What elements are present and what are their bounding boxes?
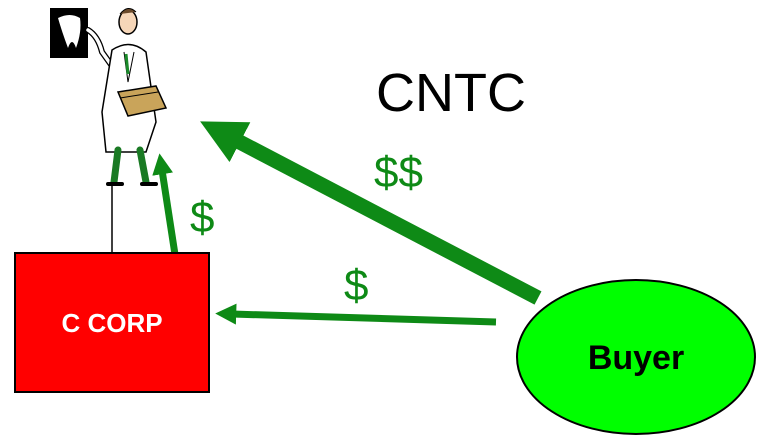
label-buyer-to-doctor: $$ [374, 148, 423, 197]
buyer-label: Buyer [588, 339, 684, 377]
buyer-ellipse [516, 279, 756, 435]
arrow-buyer-to-corp [215, 303, 497, 326]
doctor-leg-right [136, 146, 150, 186]
folder-icon [116, 85, 168, 117]
diagram-title: CNTC [376, 63, 526, 123]
doctor-leg-left [110, 146, 122, 186]
label-buyer-to-corp: $ [344, 261, 368, 310]
doctor-illustration [50, 8, 168, 252]
c-corp-label: C CORP [61, 308, 162, 338]
tooth-icon [58, 15, 81, 48]
label-corp-to-doctor: $ [190, 193, 214, 242]
c-corp-box [14, 252, 210, 393]
arrow-buyer-to-doctor [200, 121, 542, 305]
